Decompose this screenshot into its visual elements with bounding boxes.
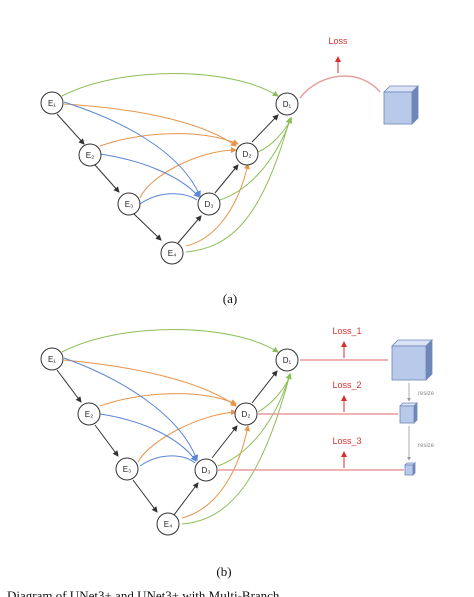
edge-b-e4-d3	[173, 482, 199, 516]
node-e4: E₄	[160, 241, 184, 265]
node-b-e4: E₄	[156, 512, 180, 536]
skip-e3-d3	[139, 193, 198, 205]
edge-b-e3-e4	[132, 479, 158, 513]
node-d3: D₃	[197, 192, 221, 216]
skip-e1-d1	[61, 73, 279, 97]
skip-b-d3-d1	[217, 373, 292, 467]
edge-e3-e4	[133, 213, 162, 241]
node-b-d1: D₁	[275, 348, 299, 372]
panel-a: E₁ E₂ E₃ E₄ D₃ D₂ D₁ Loss	[40, 36, 419, 306]
skip-e4-d2	[185, 163, 250, 247]
svg-text:E₂: E₂	[85, 410, 93, 419]
ground-truth-cube-small	[404, 462, 416, 476]
svg-text:E₁: E₁	[48, 355, 56, 364]
node-b-d2: D₂	[234, 402, 258, 426]
svg-text:D₁: D₁	[283, 356, 292, 365]
edge-e2-e3	[94, 164, 120, 193]
svg-text:E₄: E₄	[164, 520, 173, 529]
edge-b-d3-d2	[211, 425, 238, 459]
node-b-e2: E₂	[77, 402, 101, 426]
svg-text:D₃: D₃	[204, 200, 213, 209]
svg-text:E₂: E₂	[86, 151, 94, 160]
skip-b-d2-d1	[257, 373, 292, 413]
node-e2: E₂	[78, 143, 102, 167]
skip-e2-d2	[99, 133, 239, 147]
ground-truth-cube	[383, 85, 419, 125]
skip-d3-d1	[219, 117, 293, 201]
skip-e1-d2	[63, 103, 237, 147]
edge-d2-d1	[251, 114, 279, 143]
edge-b-e1-e2	[56, 369, 82, 403]
svg-text:E₁: E₁	[48, 99, 56, 108]
loss-1-label: Loss_1	[332, 326, 361, 336]
skip-e4-d1	[185, 117, 292, 253]
svg-text:D₁: D₁	[283, 100, 292, 109]
svg-text:D₂: D₂	[242, 410, 251, 419]
figure-caption: 1. Diagram of UNet3+ and UNet3+ with Mul…	[0, 588, 280, 597]
skip-b-e1-d1	[61, 329, 279, 353]
svg-text:D₂: D₂	[243, 150, 252, 159]
svg-text:D₃: D₃	[201, 466, 210, 475]
skip-d2-d1	[257, 117, 293, 153]
resize-label-2: resize	[418, 443, 435, 449]
panel-b: E₁ E₂ E₃ E₄ D₃ D₂ D₁	[40, 326, 435, 579]
loss-3-label: Loss_3	[332, 436, 361, 446]
skip-b-e2-d2	[99, 393, 237, 407]
edge-e4-d3	[177, 215, 202, 244]
panel-b-label: (b)	[216, 564, 231, 579]
edge-b-d2-d1	[251, 370, 278, 404]
skip-e3-d2	[139, 147, 237, 199]
edge-e1-e2	[56, 113, 85, 145]
node-e1: E₁	[40, 91, 64, 115]
svg-text:E₄: E₄	[168, 249, 177, 258]
loss-label: Loss	[328, 36, 348, 46]
panel-a-label: (a)	[223, 291, 237, 306]
node-b-e1: E₁	[40, 347, 64, 371]
skip-b-e4-d2	[181, 425, 250, 519]
skip-b-e1-d3	[63, 357, 199, 461]
edge-d3-d2	[214, 164, 239, 194]
node-b-e3: E₃	[115, 457, 139, 481]
svg-text:E₃: E₃	[125, 200, 134, 209]
resize-label-1: resize	[418, 391, 435, 397]
edge-b-e2-e3	[94, 424, 119, 457]
skip-e2-d3	[99, 153, 200, 198]
skip-b-e4-d1	[181, 373, 292, 525]
loss-arc	[299, 75, 381, 99]
node-b-d3: D₃	[194, 458, 218, 482]
skip-b-e2-d3	[99, 413, 197, 462]
skip-e1-d3	[63, 101, 201, 197]
skip-b-e3-d2	[137, 409, 237, 463]
loss-2-label: Loss_2	[332, 380, 361, 390]
skip-b-e3-d3	[139, 455, 196, 467]
skip-b-e1-d2	[63, 359, 237, 407]
ground-truth-cube-medium	[399, 402, 418, 424]
node-d1: D₁	[275, 92, 299, 116]
node-d2: D₂	[235, 142, 259, 166]
ground-truth-cube-large	[391, 339, 433, 381]
svg-text:E₃: E₃	[123, 465, 132, 474]
node-e3: E₃	[117, 192, 141, 216]
